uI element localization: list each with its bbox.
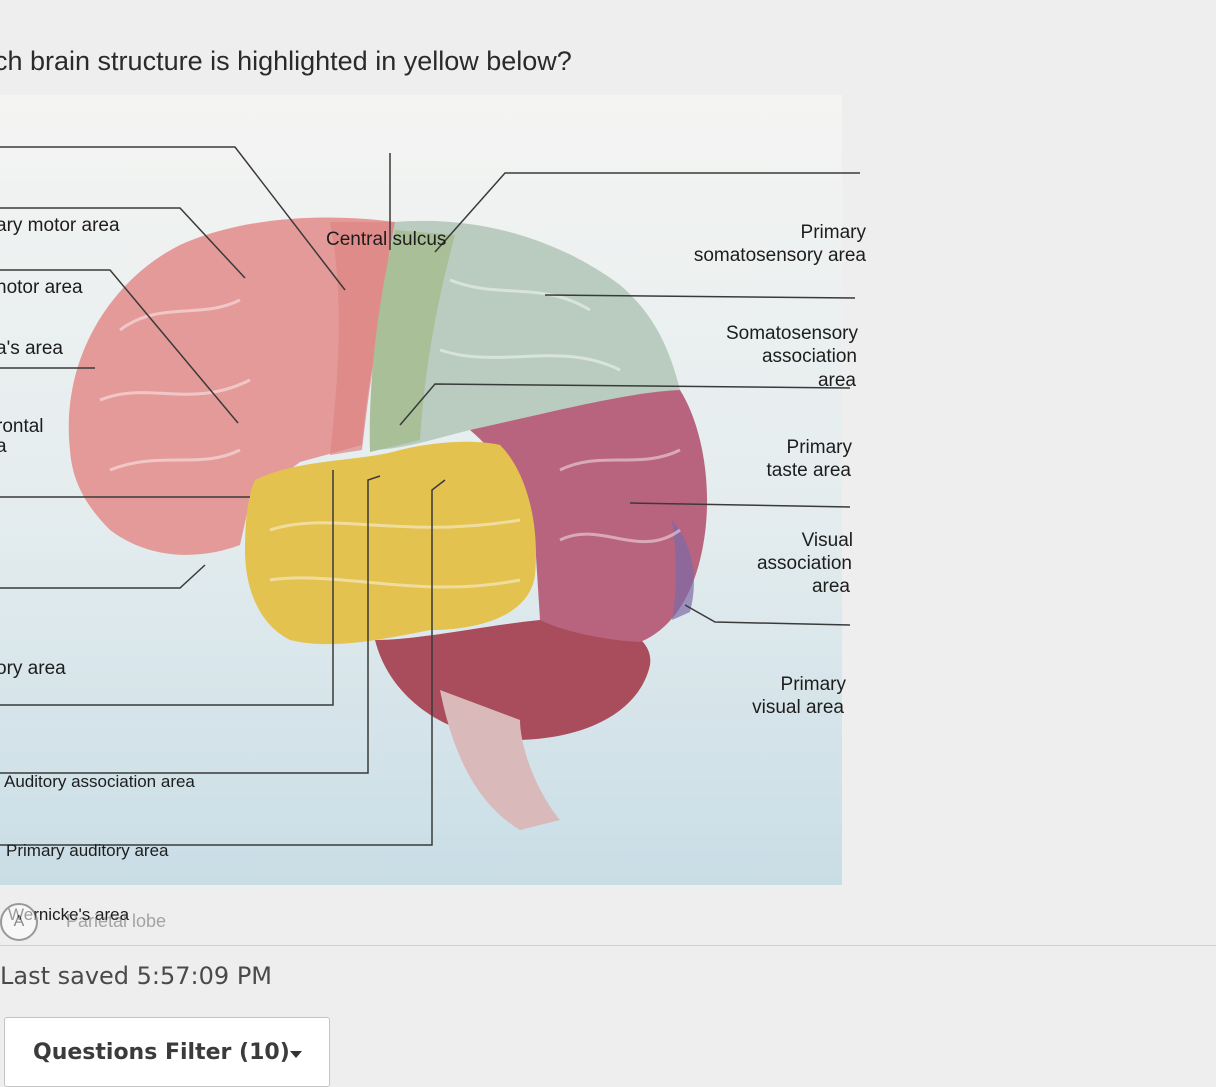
label-wernickes-area: Wernicke's area <box>8 905 130 924</box>
label-visual-association-2: association <box>756 553 852 574</box>
temporal-lobe-highlight <box>245 441 536 645</box>
leader-lines <box>0 146 860 846</box>
label-visual-association-3: area <box>811 576 850 597</box>
option-letter[interactable]: A <box>0 903 38 941</box>
brain-diagram <box>0 95 860 885</box>
label-primary-taste-2: taste area <box>766 460 852 481</box>
last-saved-status: Last saved 5:57:09 PM <box>0 962 272 990</box>
caret-down-icon[interactable] <box>290 1051 302 1058</box>
label-primary-auditory-area: Primary auditory area <box>6 841 169 860</box>
label-central-sulcus: Central sulcus <box>326 229 447 250</box>
somatosensory-strip <box>369 230 455 452</box>
question-text: ch brain structure is highlighted in yel… <box>0 46 572 76</box>
label-brocas-area: a's area <box>0 338 64 359</box>
brainstem <box>440 690 560 830</box>
label-premotor-area: notor area <box>0 277 83 298</box>
occipital-lobe <box>470 390 708 642</box>
label-olfactory-area: ory area <box>0 658 66 679</box>
label-primary-somatosensory-1: Primary <box>800 222 866 243</box>
label-primary-somatosensory-2: somatosensory area <box>693 245 866 266</box>
primary-visual-area <box>672 520 694 620</box>
label-prefrontal-line2: a <box>0 436 7 457</box>
answer-option-a[interactable]: A Parietal lobe <box>0 903 230 941</box>
cerebellum <box>375 619 651 740</box>
option-text[interactable]: Parietal lobe <box>66 911 167 931</box>
motor-strip <box>330 222 395 455</box>
divider <box>0 945 1216 946</box>
label-somatosensory-association-2: association <box>761 346 857 367</box>
label-prefrontal: rontal <box>0 416 44 437</box>
brain-figure: ary motor area notor area a's area ronta… <box>0 95 880 924</box>
frontal-lobe <box>68 217 395 555</box>
label-somatosensory-association-1: Somatosensory <box>725 323 858 344</box>
questions-filter-dropdown[interactable]: Questions Filter (10) <box>4 1017 330 1087</box>
parietal-lobe <box>370 220 680 450</box>
label-primary-motor-area: ary motor area <box>0 215 120 236</box>
label-visual-association-1: Visual <box>801 530 853 551</box>
label-primary-visual-1: Primary <box>780 674 846 695</box>
label-primary-taste-1: Primary <box>786 437 852 458</box>
label-somatosensory-association-3: area <box>817 370 856 391</box>
questions-filter-label[interactable]: Questions Filter (10) <box>33 1040 290 1065</box>
label-primary-visual-2: visual area <box>752 697 844 718</box>
label-auditory-association-area: Auditory association area <box>4 772 195 791</box>
